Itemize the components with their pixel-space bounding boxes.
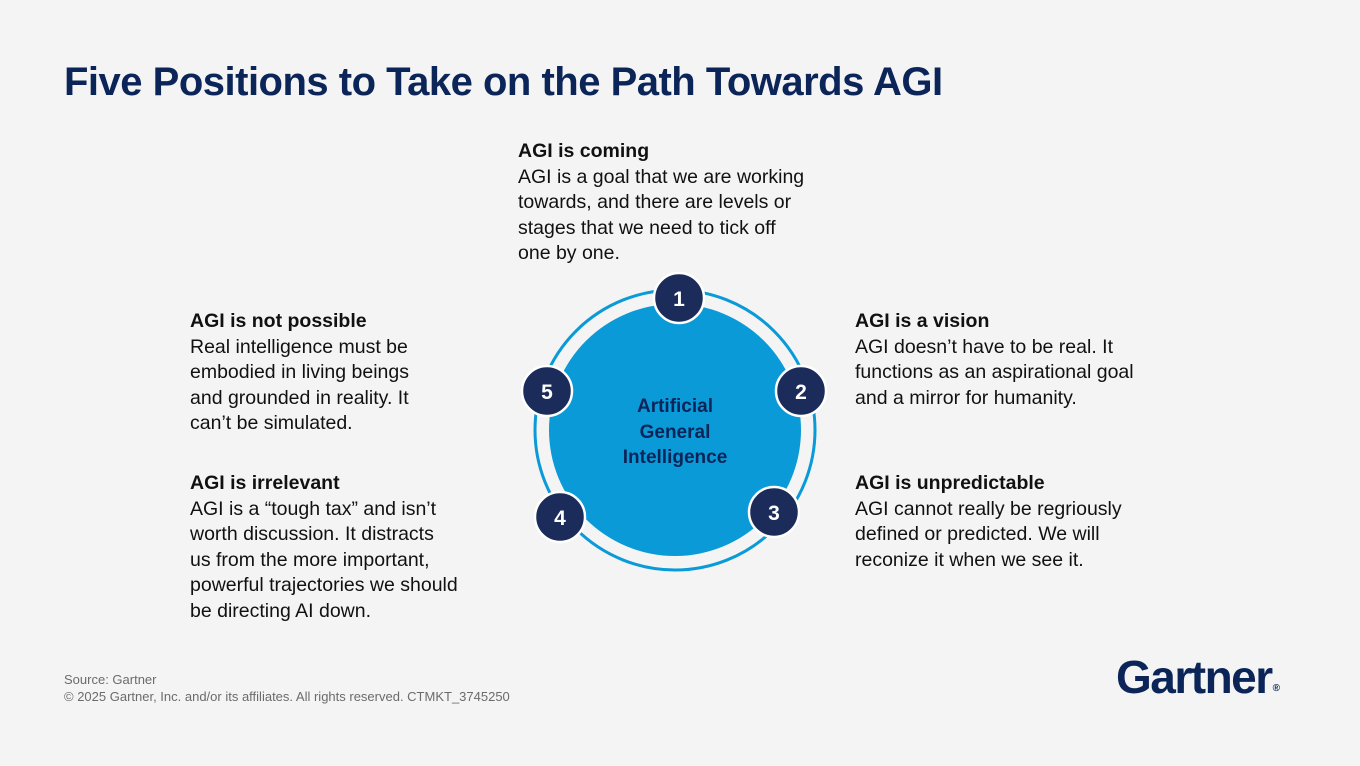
position-heading: AGI is irrelevant <box>190 472 340 494</box>
position-heading: AGI is a vision <box>855 310 990 332</box>
position-heading: AGI is not possible <box>190 310 367 332</box>
node-number: 2 <box>795 381 807 404</box>
center-circle <box>549 304 801 556</box>
node-3: 3 <box>747 485 801 539</box>
position-1-text: AGI is coming AGI is a goal that we are … <box>518 139 858 267</box>
node-1: 1 <box>652 271 706 325</box>
node-number: 4 <box>554 507 566 530</box>
copyright-note: © 2025 Gartner, Inc. and/or its affiliat… <box>64 689 510 704</box>
node-4: 4 <box>533 490 587 544</box>
node-number: 1 <box>673 288 685 311</box>
page-title: Five Positions to Take on the Path Towar… <box>64 60 943 104</box>
node-2: 2 <box>774 364 828 418</box>
position-5-text: AGI is not possible Real intelligence mu… <box>190 309 490 437</box>
position-2-text: AGI is a vision AGI doesn’t have to be r… <box>855 309 1195 411</box>
logo-text: Gartner <box>1116 651 1273 703</box>
position-description: AGI doesn’t have to be real. It function… <box>855 335 1134 409</box>
registered-mark: ® <box>1272 683 1281 694</box>
position-heading: AGI is unpredictable <box>855 472 1045 494</box>
position-description: AGI is a goal that we are working toward… <box>518 165 805 265</box>
source-note: Source: Gartner <box>64 672 157 687</box>
position-3-text: AGI is unpredictable AGI cannot really b… <box>855 471 1185 573</box>
position-description: AGI is a “tough tax” and isn’t worth dis… <box>190 497 458 622</box>
position-description: Real intelligence must be embodied in li… <box>190 335 409 435</box>
position-heading: AGI is coming <box>518 140 650 162</box>
node-number: 3 <box>768 502 780 525</box>
gartner-logo: Gartner® <box>1116 650 1280 704</box>
node-number: 5 <box>541 381 553 404</box>
position-description: AGI cannot really be regriously defined … <box>855 497 1122 571</box>
node-5: 5 <box>520 364 574 418</box>
position-4-text: AGI is irrelevant AGI is a “tough tax” a… <box>190 471 520 624</box>
center-label: Artificial General Intelligence <box>622 396 728 468</box>
